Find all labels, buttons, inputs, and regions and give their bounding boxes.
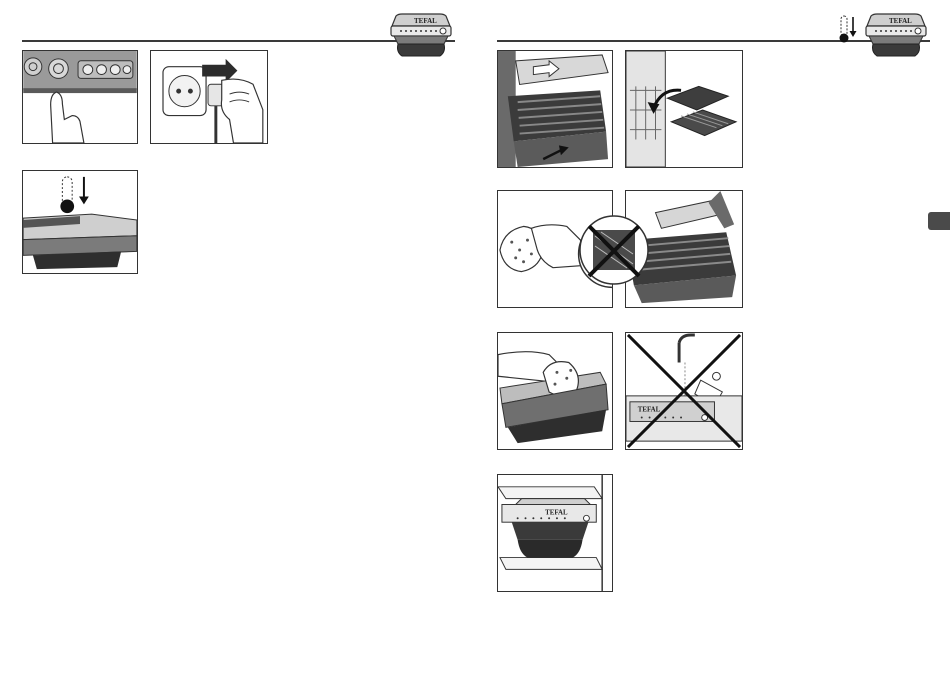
prohibited-icon: TEFAL [626,333,742,449]
step-panel-cool-down [22,170,138,274]
wipe-icon [498,333,612,449]
unplug-icon [151,51,267,143]
dishwasher-icon [626,51,742,167]
release-plates-icon [498,51,612,167]
step-panel-press-power [22,50,138,144]
left-page: TEFAL [0,0,475,674]
brand-logo: TEFAL [545,509,568,516]
thermometer-down-icon [23,171,137,273]
step-panel-unplug [150,50,268,144]
finger-press-icon [23,51,137,143]
right-page: TEFAL [475,0,950,674]
grill-icon: TEFAL [861,12,931,60]
brand-logo: TEFAL [414,17,437,25]
brand-logo: TEFAL [889,17,912,25]
shelf-icon: TEFAL [498,475,612,591]
step-panel-dishwasher [625,50,743,168]
prohibited-icon [579,206,649,294]
grill-icon: TEFAL [386,12,456,60]
step-panel-storage: TEFAL [497,474,613,592]
language-tab [928,212,950,230]
thermometer-down-icon [837,14,859,44]
step-panel-wipe-body [497,332,613,450]
step-panel-no-immersion: TEFAL [625,332,743,450]
step-panel-remove-plates [497,50,613,168]
brand-logo: TEFAL [638,407,661,414]
